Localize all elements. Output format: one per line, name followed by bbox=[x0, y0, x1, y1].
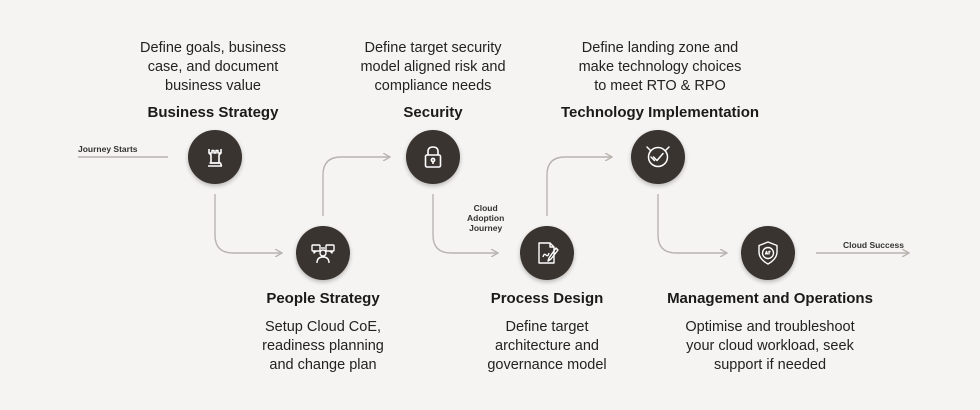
process-design-node bbox=[520, 226, 574, 280]
business-strategy-node bbox=[188, 130, 242, 184]
journey-start-label: Journey Starts bbox=[78, 144, 138, 154]
journey-end-label: Cloud Success bbox=[843, 240, 904, 250]
cloud-adoption-journey-label: Cloud Adoption Journey bbox=[467, 203, 505, 233]
connector-security-to-process bbox=[432, 194, 497, 253]
document-pen-icon bbox=[538, 242, 559, 264]
process-design-title: Process Design bbox=[490, 290, 604, 307]
technology-implementation-title: Technology Implementation bbox=[560, 104, 760, 121]
people-strategy-description: Setup Cloud CoE, readiness planning and … bbox=[262, 319, 384, 373]
shield-api-icon bbox=[758, 241, 778, 265]
management-operations-node bbox=[741, 226, 795, 280]
process-design-description: Define target architecture and governanc… bbox=[487, 319, 607, 373]
connector-people-to-security bbox=[322, 157, 389, 216]
padlock-icon bbox=[424, 146, 442, 168]
connector-technology-to-management bbox=[657, 194, 726, 253]
security-node bbox=[406, 130, 460, 184]
check-badge-icon bbox=[646, 146, 670, 168]
people-strategy-node bbox=[296, 226, 350, 280]
castle-tower-icon bbox=[208, 149, 223, 167]
technology-implementation-node bbox=[631, 130, 685, 184]
connector-process-to-technology bbox=[546, 157, 611, 216]
business-strategy-title: Business Strategy bbox=[147, 104, 279, 121]
team-chat-icon bbox=[311, 244, 335, 264]
connector-business-to-people bbox=[214, 194, 281, 253]
security-title: Security bbox=[403, 104, 463, 121]
business-strategy-description: Define goals, business case, and documen… bbox=[140, 40, 286, 94]
management-operations-description: Optimise and troubleshoot your cloud wor… bbox=[685, 319, 855, 373]
management-operations-title: Management and Operations bbox=[667, 290, 873, 307]
people-strategy-title: People Strategy bbox=[266, 290, 380, 307]
technology-implementation-description: Define landing zone and make technology … bbox=[578, 40, 742, 94]
security-description: Define target security model aligned ris… bbox=[360, 40, 506, 94]
